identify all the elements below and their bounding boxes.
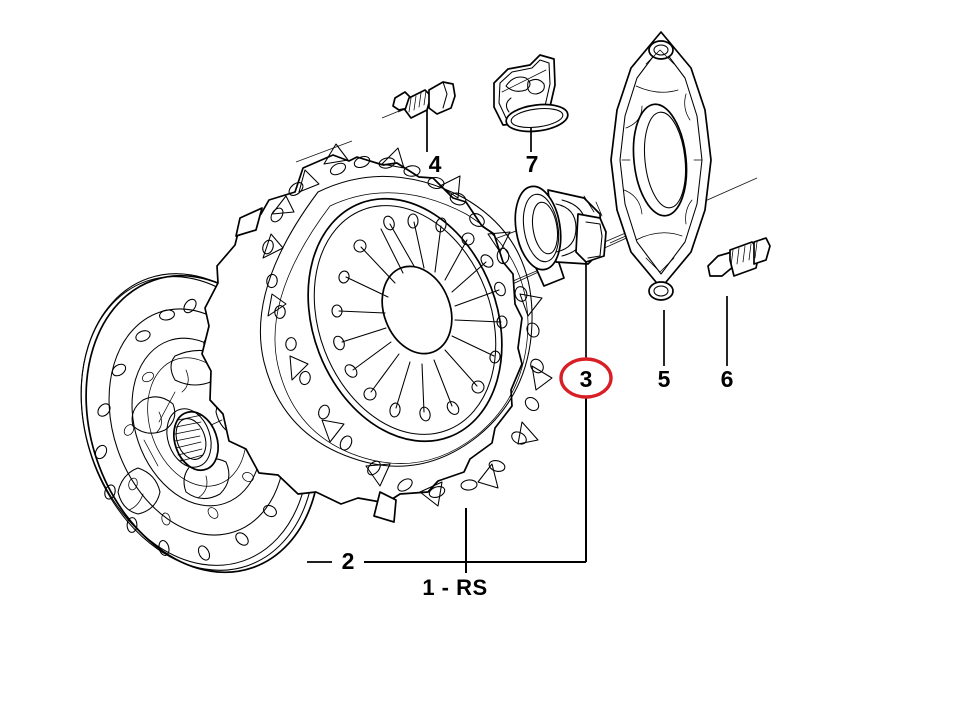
bolt-threads [408, 90, 427, 113]
part-threaded-stud-pin [707, 237, 771, 277]
part-wire-retaining-clip [493, 54, 569, 133]
pressure-plate-cover-ribs [262, 143, 553, 507]
part-hex-head-bolt [392, 81, 456, 119]
highlight-ellipse-callout-3 [559, 357, 613, 399]
callout-label-4: 4 [429, 151, 442, 177]
disc-splined-hub [166, 408, 219, 472]
callout-leader-lines [307, 110, 728, 563]
callout-label-6: 6 [721, 366, 734, 392]
callout-label-3: 3 [580, 366, 593, 392]
diaphragm-fingers [331, 213, 508, 422]
stud-threads [730, 241, 758, 267]
callout-label-7: 7 [526, 151, 539, 177]
callout-label-5: 5 [658, 366, 671, 392]
callout-label-2: 2 [342, 548, 355, 574]
assembly-bracket-1-rs [364, 396, 587, 573]
part-release-bearing-bracket [610, 31, 712, 301]
bracket-ribs [621, 49, 703, 273]
part-clutch-pressure-plate [201, 143, 565, 523]
diaphragm-spring [307, 197, 508, 443]
part-clutch-release-bearing [514, 185, 607, 271]
callout-label-1-rs: 1 - RS [422, 575, 487, 600]
callout-labels: 4 7 3 5 6 2 1 - RS [342, 151, 734, 600]
